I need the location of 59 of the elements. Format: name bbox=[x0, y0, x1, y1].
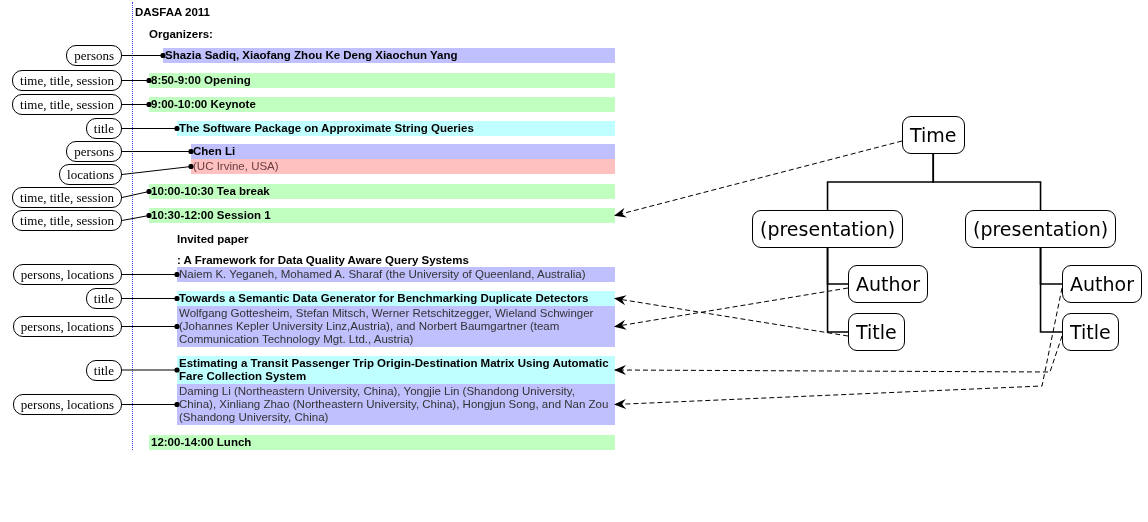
document-title: DASFAA 2011 bbox=[135, 6, 210, 18]
highlight-band: Shazia Sadiq, Xiaofang Zhou Ke Deng Xiaochun Yang bbox=[163, 48, 615, 63]
highlight-band: 10:30-12:00 Session 1 bbox=[149, 208, 615, 223]
tree-node-box: Author bbox=[1062, 265, 1142, 303]
leader-line bbox=[121, 101, 152, 108]
highlight-band: 8:50-9:00 Opening bbox=[149, 73, 615, 88]
leader-line bbox=[121, 52, 166, 59]
highlight-band: Daming Li (Northeastern University, China), Yongjie Lin (Shandong University, China), Xinliang Zhao (Northeastern University, China), Hongjun Song, and Nan Zou (Shandong University, China) bbox=[177, 384, 615, 425]
tree-node-box: Time bbox=[902, 116, 965, 154]
highlight-band: 10:00-10:30 Tea break bbox=[149, 184, 615, 199]
arrow bbox=[614, 287, 849, 330]
callout-bubble: time, title, session bbox=[12, 70, 122, 91]
callout-bubble: persons bbox=[66, 141, 122, 162]
leader-line bbox=[121, 323, 180, 330]
callout-bubble: title bbox=[85, 118, 122, 139]
highlight-band: Towards a Semantic Data Generator for Benchmarking Duplicate Detectors bbox=[177, 291, 615, 306]
callout-bubble: persons, locations bbox=[12, 316, 122, 337]
callout-bubble: locations bbox=[59, 164, 122, 185]
arrow bbox=[614, 287, 1063, 409]
section-heading: Invited paper bbox=[177, 233, 249, 245]
callout-bubble: time, title, session bbox=[12, 210, 122, 231]
highlight-band: (UC Irvine, USA) bbox=[191, 159, 615, 174]
leader-line bbox=[121, 188, 152, 198]
tree-node-box: (presentation) bbox=[752, 210, 904, 248]
highlight-band: The Software Package on Approximate String Queries bbox=[177, 121, 615, 136]
leader-line bbox=[121, 295, 180, 302]
callout-bubble: title bbox=[85, 359, 122, 381]
tree-connector bbox=[826, 247, 849, 333]
highlight-band: 9:00-10:00 Keynote bbox=[149, 97, 615, 112]
arrow bbox=[614, 295, 849, 337]
highlight-band: Naiem K. Yeganeh, Mohamed A. Sharaf (the University of Queenland, Australia) bbox=[177, 267, 615, 282]
arrow bbox=[614, 140, 903, 218]
tree-connector bbox=[1039, 247, 1063, 333]
leader-line bbox=[121, 212, 152, 221]
leader-line bbox=[121, 271, 180, 278]
callout-bubble: persons, locations bbox=[12, 264, 122, 285]
leader-line bbox=[121, 163, 194, 175]
leader-line bbox=[121, 401, 180, 408]
section-heading: Organizers: bbox=[149, 28, 213, 40]
leader-line bbox=[121, 125, 180, 132]
leader-line bbox=[121, 148, 194, 155]
highlight-band: Wolfgang Gottesheim, Stefan Mitsch, Werner Retschitzegger, Wieland Schwinger (Johannes Kepler University Linz,Austria), and Norbert Baumgartner (team Communication Technology Mgt. Ltd., Austria) bbox=[177, 306, 615, 347]
highlight-band: 12:00-14:00 Lunch bbox=[149, 435, 615, 450]
tree-node-box: Title bbox=[1062, 313, 1119, 351]
tree-node-box: Title bbox=[848, 313, 905, 351]
paper-title: : A Framework for Data Quality Aware Query Systems bbox=[177, 254, 469, 266]
callout-bubble: title bbox=[85, 288, 122, 309]
leader-line bbox=[121, 367, 180, 373]
tree-connector bbox=[932, 153, 1042, 211]
tree-node-box: (presentation) bbox=[965, 210, 1117, 248]
highlight-band: Estimating a Transit Passenger Trip Origin-Destination Matrix Using Automatic Fare Collection System bbox=[177, 356, 615, 384]
arrow bbox=[614, 335, 1063, 376]
callout-bubble: persons bbox=[66, 45, 122, 66]
tree-node-box: Author bbox=[848, 265, 928, 303]
callout-bubble: persons, locations bbox=[12, 394, 122, 415]
leader-line bbox=[121, 77, 152, 84]
callout-bubble: time, title, session bbox=[12, 187, 122, 208]
callout-bubble: time, title, session bbox=[12, 94, 122, 115]
highlight-band: Chen Li bbox=[191, 144, 615, 159]
